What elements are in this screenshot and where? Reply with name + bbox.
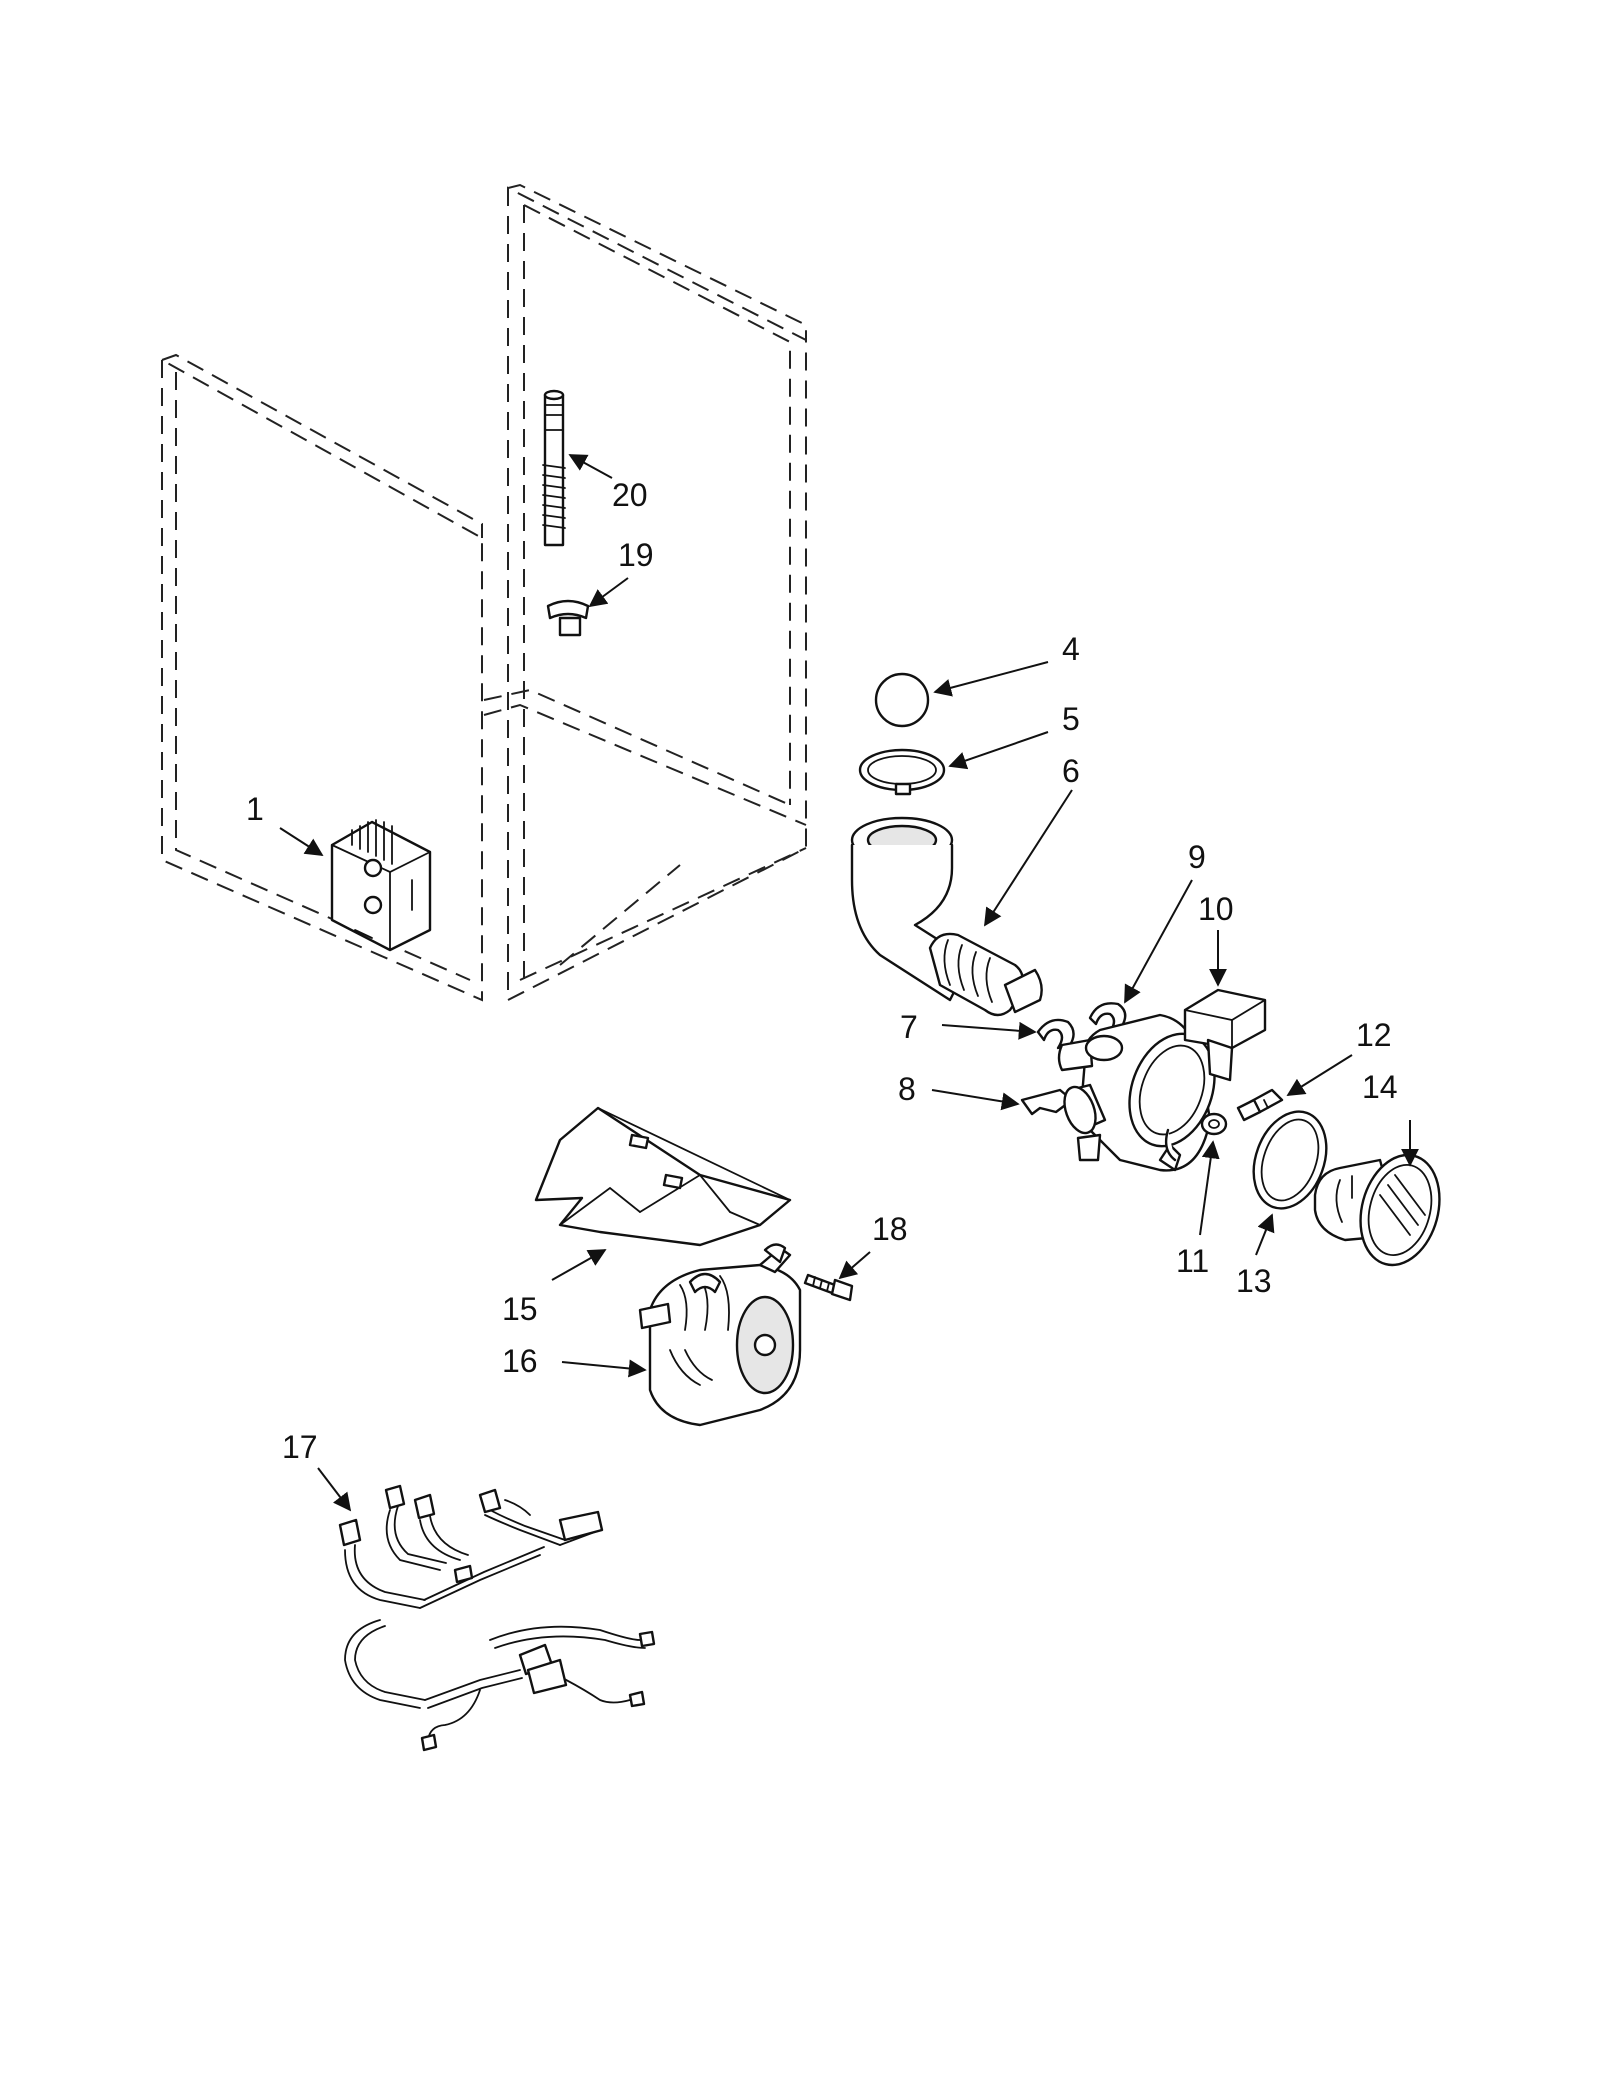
callout-20: 20 — [612, 477, 648, 513]
callout-8: 8 — [898, 1071, 916, 1107]
callout-15: 15 — [502, 1291, 538, 1327]
part-7-clip — [1036, 1018, 1075, 1050]
callout-18: 18 — [872, 1211, 908, 1247]
leader-20 — [568, 454, 613, 479]
callout-10: 10 — [1198, 891, 1234, 927]
part-19-hose-clip — [546, 599, 590, 637]
callout-6: 6 — [1062, 753, 1080, 789]
leader-11 — [1199, 1140, 1220, 1236]
callout-9: 9 — [1188, 839, 1206, 875]
callout-13: 13 — [1236, 1263, 1272, 1299]
leader-9 — [1124, 879, 1193, 1004]
part-4-ball — [874, 672, 930, 728]
part-10-pump-housing — [1057, 988, 1267, 1172]
callout-labels: 1 20 19 4 5 6 9 10 7 8 12 14 11 13 18 15… — [246, 477, 1398, 1465]
leader-12 — [1286, 1054, 1353, 1096]
part-18-bolt — [803, 1273, 854, 1302]
callout-1: 1 — [246, 791, 264, 827]
leader-17 — [317, 1467, 352, 1512]
part-16-motor — [638, 1243, 802, 1427]
callout-16: 16 — [502, 1343, 538, 1379]
part-12-screw — [1236, 1088, 1284, 1122]
leader-13 — [1255, 1213, 1275, 1256]
leader-6 — [984, 789, 1073, 927]
leader-1 — [279, 827, 324, 856]
leader-16 — [561, 1359, 647, 1378]
leader-8 — [931, 1089, 1020, 1111]
leader-18 — [838, 1251, 871, 1280]
part-1-junction-box — [330, 819, 432, 952]
callout-19: 19 — [618, 537, 654, 573]
leader-4 — [933, 661, 1049, 697]
part-5-clamp-ring — [858, 748, 946, 796]
leader-15 — [551, 1249, 607, 1281]
callout-4: 4 — [1062, 631, 1080, 667]
part-6-sump-hose — [850, 816, 1043, 1017]
part-20-drain-hose — [542, 389, 566, 547]
callout-7: 7 — [900, 1009, 918, 1045]
cabinet-outline — [161, 183, 807, 1002]
part-8-bracket — [1020, 1088, 1074, 1116]
part-14-filter-cap — [1313, 1153, 1441, 1267]
callout-12: 12 — [1356, 1017, 1392, 1053]
part-15-motor-shield — [534, 1106, 792, 1247]
leader-7 — [941, 1021, 1037, 1040]
part-11-washer — [1200, 1112, 1228, 1136]
leader-19 — [588, 577, 629, 608]
leader-5 — [948, 731, 1049, 770]
part-17-wire-harness — [338, 1484, 656, 1752]
leader-lines — [279, 454, 1419, 1512]
callout-11: 11 — [1176, 1243, 1209, 1279]
callout-5: 5 — [1062, 701, 1080, 737]
callout-17: 17 — [282, 1429, 318, 1465]
callout-14: 14 — [1362, 1069, 1398, 1105]
part-13-o-ring — [1252, 1110, 1328, 1210]
